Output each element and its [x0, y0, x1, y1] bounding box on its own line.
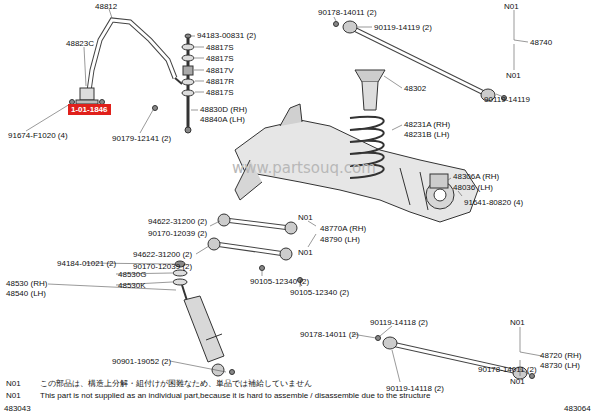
part-number: 48817S [206, 43, 234, 52]
part-number: 48840A (LH) [200, 115, 245, 124]
part-number: 91641-80820 (4) [464, 198, 523, 207]
note-marker: N01 [504, 2, 519, 11]
part-number: 90178-14011 (2) [300, 330, 359, 339]
part-number: 48830D (RH) [200, 105, 247, 114]
part-number: 94622-31200 (2) [133, 250, 192, 259]
part-number: 90119-14119 [484, 95, 530, 104]
note-text: この部品は、構造上分解・組付けが困難なため、単品では補給していません [40, 379, 312, 388]
highlight-box: 1-01-1846 [68, 104, 111, 115]
watermark: www.partsouq.com [232, 160, 376, 176]
part-number: 90119-14118 (2) [370, 318, 428, 327]
figure-number: 483064 [564, 404, 591, 413]
part-number: 94184-01021 (2) [57, 259, 116, 268]
part-number: 48302 [404, 84, 426, 93]
part-number: 48530K [118, 281, 146, 290]
note-marker: N01 [6, 379, 21, 388]
part-number: 48530G [118, 270, 146, 279]
part-number: 90178-14011 (2) [318, 8, 377, 17]
note-marker: N01 [506, 71, 521, 80]
part-number: 48231A (RH) [404, 120, 450, 129]
note-marker: N01 [298, 248, 313, 257]
part-number: 48730 (LH) [540, 361, 580, 370]
part-number: 48817V [206, 66, 234, 75]
note-marker: N01 [298, 213, 313, 222]
part-number: 48740 [530, 38, 552, 47]
part-number: 48530 (RH) [6, 279, 47, 288]
part-number: 90170-12039 (2) [133, 262, 192, 271]
part-number: 48817S [206, 54, 234, 63]
part-number: 48817S [206, 88, 234, 97]
part-number: 48036 (LH) [453, 183, 493, 192]
part-number: 94183-00831 (2) [197, 31, 256, 40]
note-marker: N01 [510, 318, 525, 327]
part-number: 48720 (RH) [540, 351, 581, 360]
part-number: 48823C [66, 39, 94, 48]
part-number: 48790 (LH) [320, 235, 360, 244]
note-text: This part is not supplied as an individu… [40, 391, 480, 400]
part-number: 91674-F1020 (4) [8, 131, 68, 140]
highlight-text: 1-01-1846 [71, 105, 108, 114]
part-number: 90179-12141 (2) [112, 134, 171, 143]
part-number: 90178-14011 (2) [478, 365, 537, 374]
part-number: 94622-31200 (2) [148, 217, 207, 226]
part-number: 48540 (LH) [6, 289, 46, 298]
part-number: 48231B (LH) [404, 130, 449, 139]
part-number: 90105-12340 (2) [250, 277, 309, 286]
part-number: 90170-12039 (2) [148, 229, 207, 238]
part-number: 90901-19052 (2) [112, 357, 171, 366]
part-number: 48817R [206, 77, 234, 86]
part-number: 48812 [95, 2, 117, 11]
note-marker: N01 [6, 391, 21, 400]
part-number: 48306A (RH) [453, 172, 499, 181]
part-number: 90119-14119 (2) [374, 23, 432, 32]
note-marker: N01 [510, 377, 525, 386]
figure-number: 483043 [4, 404, 31, 413]
part-number: 90105-12340 (2) [290, 288, 349, 297]
part-number: 48770A (RH) [320, 224, 366, 233]
